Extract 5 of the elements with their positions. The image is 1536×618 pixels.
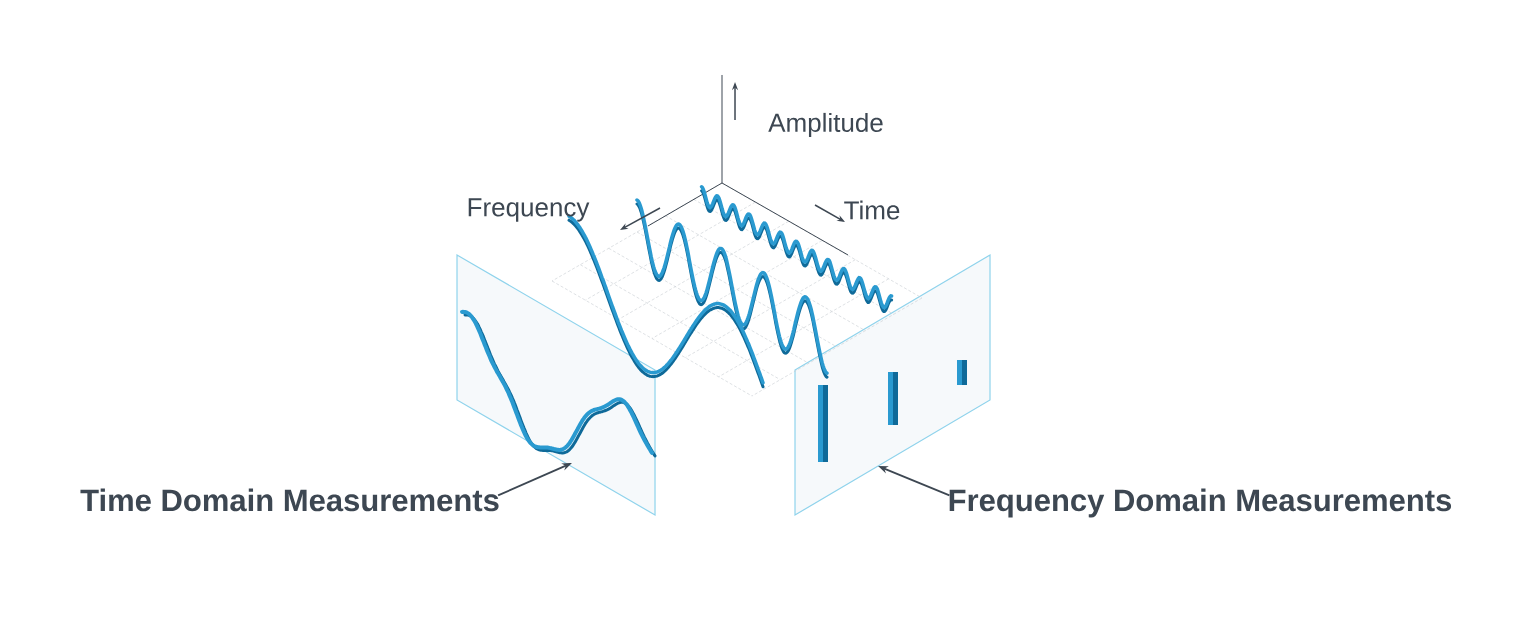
axis-label: Frequency <box>468 198 590 222</box>
caption-text: Time Domain Measurements <box>80 488 499 512</box>
axis-label: Amplitude <box>768 112 883 138</box>
axis-label: Time <box>844 200 900 220</box>
caption-text: Frequency Domain Measurements <box>949 488 1452 518</box>
